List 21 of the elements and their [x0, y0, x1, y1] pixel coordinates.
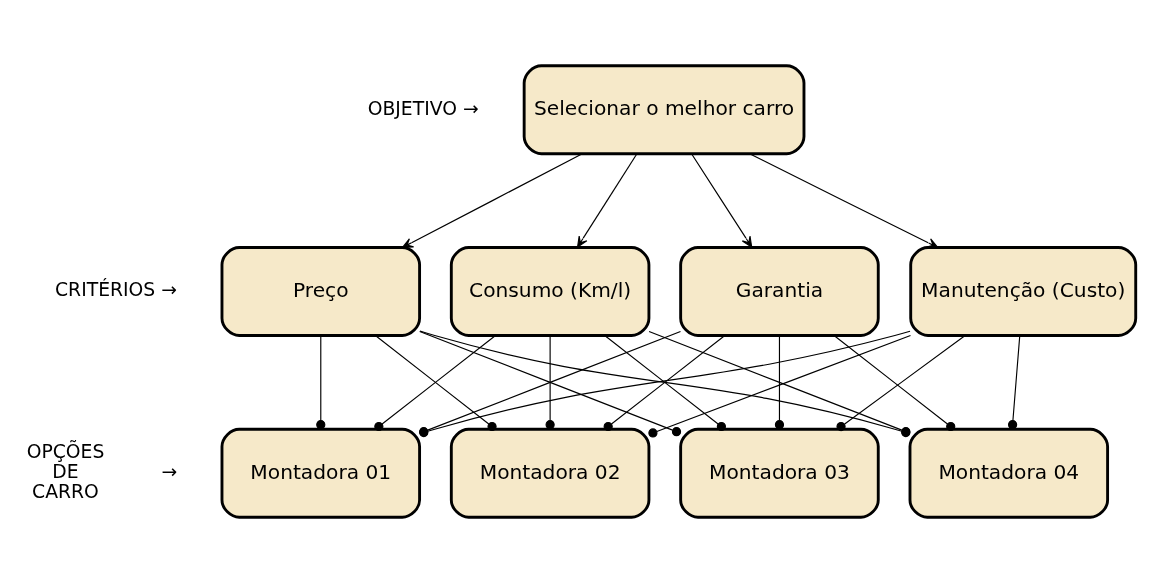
label: →	[161, 461, 178, 483]
arrow	[577, 153, 638, 248]
arrow	[401, 153, 583, 249]
connector	[545, 335, 555, 430]
node-box: Preço	[220, 246, 421, 337]
node-box: Garantia	[679, 246, 880, 337]
node-box: Montadora 02	[449, 427, 651, 519]
label: CRITÉRIOS →	[55, 279, 177, 301]
connector	[774, 335, 785, 430]
label: OPÇÕES DE CARRO	[26, 440, 105, 503]
node-box: Montadora 04	[908, 427, 1110, 519]
label: OBJETIVO →	[367, 97, 479, 119]
arrow	[749, 153, 939, 249]
connector	[316, 335, 326, 430]
node-box: Manutenção (Custo)	[909, 246, 1138, 337]
node-box: Montadora 03	[679, 427, 880, 519]
connector	[1008, 335, 1021, 430]
node-box: Selecionar o melhor carro	[522, 64, 806, 156]
node-box: Consumo (Km/l)	[449, 246, 651, 337]
node-box: Montadora 01	[220, 427, 421, 519]
arrow	[691, 153, 753, 248]
